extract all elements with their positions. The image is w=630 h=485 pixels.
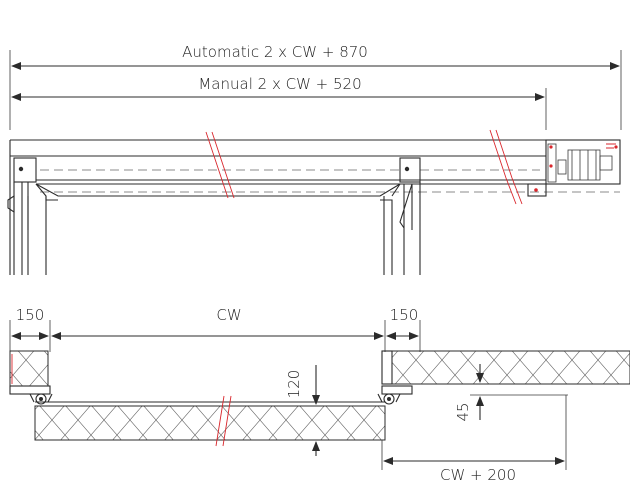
manual-dimension: Manual 2 x CW + 520 [11, 75, 547, 130]
manual-label: Manual 2 x CW + 520 [198, 75, 361, 93]
automatic-label: Automatic 2 x CW + 870 [182, 43, 368, 61]
left-bracket [13, 157, 37, 183]
left-offset-label: 150 [16, 306, 45, 324]
motor-unit [545, 139, 621, 185]
right-bracket [399, 157, 421, 183]
plan-dimensions: 150 CW 150 [9, 306, 421, 352]
break-mark [489, 129, 523, 205]
sliding-door-leaf [34, 405, 386, 441]
automatic-dimension: Automatic 2 x CW + 870 [9, 43, 622, 130]
bolt-icon [18, 166, 24, 172]
operator-elevation [7, 129, 621, 275]
leaf-depth-label: 120 [285, 370, 303, 399]
roller-icon [35, 393, 47, 405]
bolt-icon [404, 166, 410, 172]
left-hinge-icon [7, 194, 15, 214]
leaf-travel-label: CW + 200 [440, 466, 516, 484]
break-mark [215, 395, 232, 447]
right-offset-label: 150 [390, 306, 419, 324]
plan-view: 120 45 CW + 200 [9, 350, 630, 484]
break-mark [205, 131, 235, 199]
roller-icon [383, 393, 395, 405]
clear-width-label: CW [216, 306, 241, 324]
gap-label: 45 [454, 402, 472, 421]
